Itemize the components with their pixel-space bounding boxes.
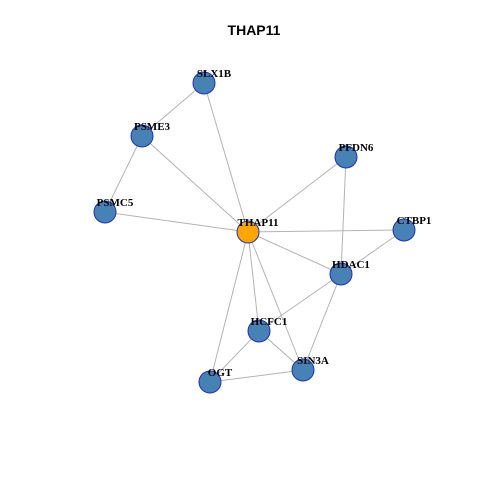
node-label-hdac1: HDAC1 <box>332 259 370 271</box>
edge-thap11-ctbp1 <box>247 229 405 233</box>
edge-hdac1-hcfc1 <box>258 273 342 332</box>
node-circle-psmc5 <box>93 200 117 224</box>
node-psmc5: PSMC5 <box>93 197 134 224</box>
node-circle-ogt <box>198 370 222 394</box>
node-circle-hcfc1 <box>247 319 271 343</box>
edge-pfdn6-thap11 <box>247 156 347 233</box>
node-circle-ctbp1 <box>392 218 416 242</box>
edge-pfdn6-hdac1 <box>340 156 347 275</box>
node-pfdn6: PFDN6 <box>334 142 374 169</box>
node-label-thap11: THAP11 <box>238 217 279 229</box>
edge-thap11-hcfc1 <box>247 231 260 332</box>
edge-psme3-psmc5 <box>104 135 143 213</box>
node-psme3: PSME3 <box>130 121 171 148</box>
node-circle-hdac1 <box>329 262 353 286</box>
node-circle-thap11 <box>236 220 260 244</box>
edge-slx1b-thap11 <box>203 82 249 233</box>
node-label-hcfc1: HCFC1 <box>251 316 288 328</box>
edge-thap11-ogt <box>209 231 249 383</box>
edge-psme3-thap11 <box>141 135 249 233</box>
node-label-psme3: PSME3 <box>134 121 171 133</box>
node-label-ogt: OGT <box>208 367 233 379</box>
node-label-sin3a: SIN3A <box>297 355 329 367</box>
graph-title: THAP11 <box>228 22 281 38</box>
node-circle-psme3 <box>130 124 154 148</box>
node-ogt: OGT <box>198 367 233 394</box>
node-layer: THAP11 SLX1B PSME3PFDN6PSMC5CTBP1HDAC1HCFC… <box>93 68 432 394</box>
edge-thap11-hdac1 <box>247 231 342 275</box>
node-circle-slx1b <box>192 71 216 95</box>
node-label-pfdn6: PFDN6 <box>339 142 374 154</box>
node-hcfc1: HCFC1 <box>247 316 288 343</box>
edge-psmc5-thap11 <box>104 211 249 233</box>
edge-slx1b-psme3 <box>141 82 205 137</box>
node-sin3a: SIN3A <box>291 355 329 382</box>
node-label-slx1b: SLX1B <box>197 68 232 80</box>
node-label-psmc5: PSMC5 <box>97 197 134 209</box>
edge-layer <box>104 82 405 383</box>
edge-hcfc1-ogt <box>209 330 260 383</box>
node-circle-sin3a <box>291 358 315 382</box>
node-thap11: THAP11 <box>236 217 279 244</box>
node-slx1b: SLX1B <box>192 68 232 95</box>
node-hdac1: HDAC1 <box>329 259 370 286</box>
edge-thap11-sin3a <box>247 231 304 371</box>
edge-ogt-sin3a <box>209 369 304 383</box>
edge-ctbp1-hdac1 <box>340 229 405 275</box>
node-label-ctbp1: CTBP1 <box>397 215 432 227</box>
edge-hdac1-sin3a <box>302 273 342 371</box>
node-ctbp1: CTBP1 <box>392 215 432 242</box>
node-circle-pfdn6 <box>334 145 358 169</box>
